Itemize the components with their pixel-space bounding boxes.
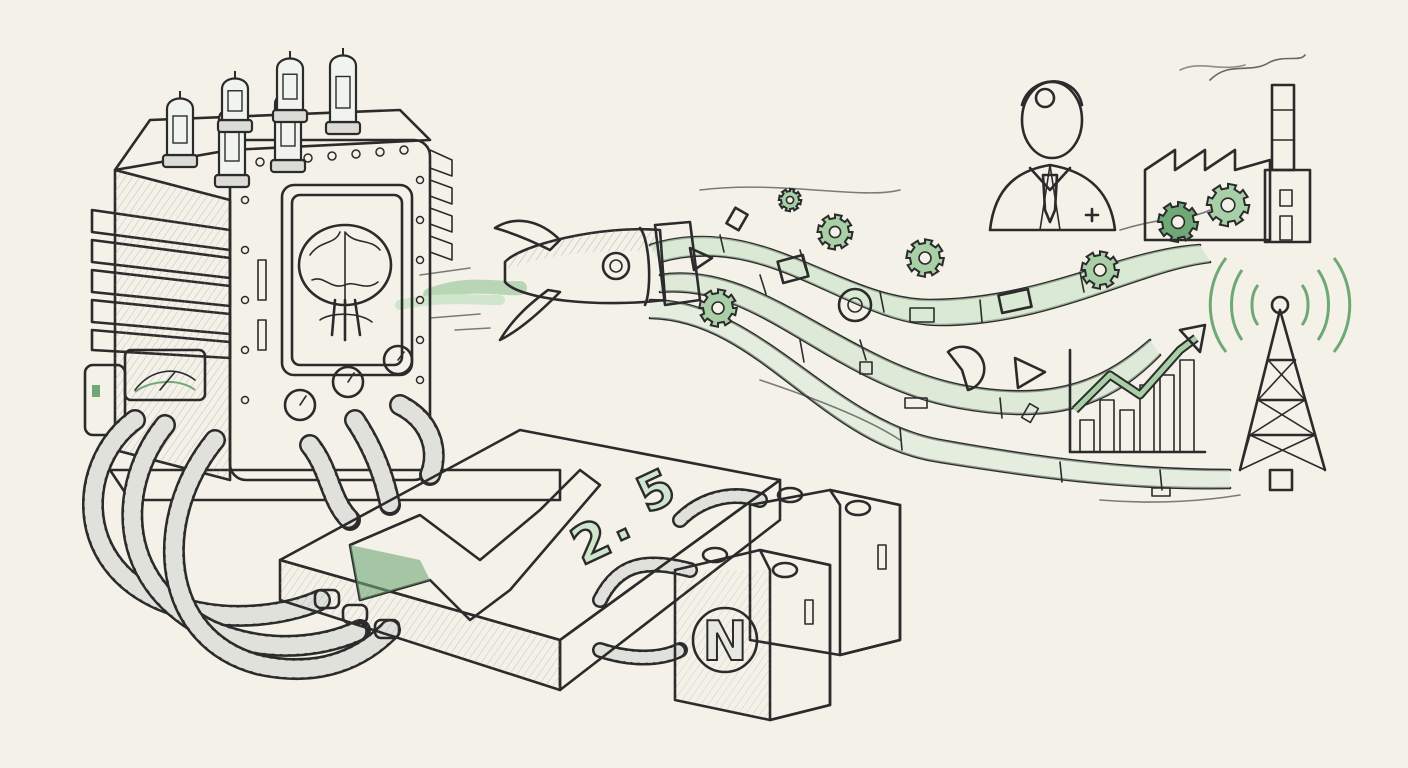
rivet [240, 345, 250, 355]
growth-bar-chart-icon [1068, 323, 1207, 454]
doctor-figure [988, 80, 1117, 232]
rivet [327, 151, 337, 161]
rivet [351, 149, 361, 159]
rivet [399, 145, 409, 155]
rivet [375, 147, 385, 157]
k25-platform: K 2 . 5 [0, 0, 782, 692]
gear-icon [777, 187, 803, 213]
dials [283, 344, 414, 422]
rivet [303, 153, 313, 163]
floating-shapes [688, 206, 1171, 497]
rivet [255, 157, 265, 167]
gear-icon [1205, 182, 1251, 228]
rocket-illustration [395, 219, 702, 342]
batteries: N [673, 486, 902, 722]
gear-icon [1080, 250, 1121, 291]
gear-icons [698, 182, 1251, 329]
rivet [415, 375, 425, 385]
rivet [415, 175, 425, 185]
rivet [415, 335, 425, 345]
vacuum-tube [324, 48, 362, 136]
vacuum-tube [216, 71, 254, 134]
rivet [415, 295, 425, 305]
factory-icon [1143, 54, 1312, 244]
vacuum-tubes [161, 48, 362, 189]
rivet [415, 255, 425, 265]
rivet [240, 245, 250, 255]
rivet [240, 195, 250, 205]
rivet [240, 295, 250, 305]
gear-icon [1156, 200, 1200, 244]
data-stream [648, 182, 1251, 503]
gear-icon [698, 288, 739, 329]
vacuum-tube [213, 101, 251, 189]
logo-letter: K [0, 0, 1, 1]
rivet [415, 215, 425, 225]
vacuum-tube-machine [83, 48, 562, 502]
brain-icon [297, 223, 393, 342]
vacuum-tube [161, 91, 199, 169]
vacuum-tube [271, 51, 309, 124]
gear-icon [816, 213, 854, 251]
gear-icon [905, 238, 946, 279]
battery-logo-letter: N [702, 610, 747, 673]
rivet [240, 395, 250, 405]
cable-hoses [81, 394, 768, 680]
radio-tower-icon [1208, 257, 1352, 492]
